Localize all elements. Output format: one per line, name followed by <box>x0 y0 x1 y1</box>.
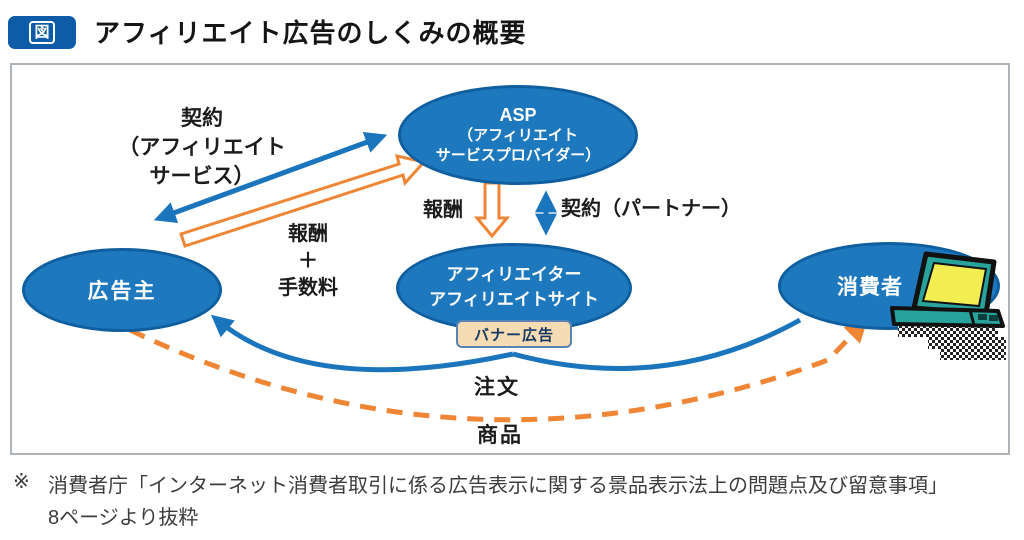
laptop-icon <box>890 251 1006 360</box>
label-reward-fee-line1: 報酬 <box>288 223 328 245</box>
banner-ad-label: バナー広告 <box>473 326 554 344</box>
page-title: アフィリエイト広告のしくみの概要 <box>94 18 527 48</box>
node-asp-line2: （アフィリエイト <box>458 127 578 144</box>
node-affiliate-line2: アフィリエイトサイト <box>429 290 599 309</box>
node-asp-line1: ASP <box>499 104 537 125</box>
footnote-marker: ※ <box>13 471 30 493</box>
footnote-line1: 消費者庁「インターネット消費者取引に係る広告表示に関する景品表示法上の問題点及び… <box>48 475 948 497</box>
label-order: 注文 <box>474 376 520 399</box>
label-contract-asp: 契約 （アフィリエイト サービス） <box>112 104 292 191</box>
label-reward: 報酬 <box>423 199 463 221</box>
laptop-button <box>989 315 998 321</box>
label-contract-asp-line2: （アフィリエイト <box>118 136 286 159</box>
node-affiliate-line1: アフィリエイター <box>446 265 582 285</box>
laptop-base-notch <box>968 309 976 326</box>
label-contract-partner: 契約（パートナー） <box>561 198 741 220</box>
node-affiliate: アフィリエイター アフィリエイトサイト <box>396 243 632 333</box>
label-goods: 商品 <box>477 424 523 447</box>
node-asp-line3: サービスプロバイダー） <box>435 147 601 165</box>
contract-asp-arrow <box>153 131 388 224</box>
arrows-layer <box>128 131 868 423</box>
footnote-line2: 8ページより抜粋 <box>48 507 199 529</box>
label-contract-asp-line1: 契約 <box>181 107 223 130</box>
laptop-screen <box>921 261 988 308</box>
label-reward-fee-line3: 手数料 <box>278 277 338 299</box>
label-reward-fee-line2: ＋ <box>298 250 318 272</box>
node-consumer-label: 消費者 <box>837 276 903 299</box>
goods-dashed-curve <box>128 319 868 423</box>
figure-badge-glyph: 図 <box>29 21 55 44</box>
reward-down-arrow <box>473 181 511 239</box>
order-curve-left <box>210 314 514 373</box>
laptop-keyboard-texture <box>928 337 1006 349</box>
laptop-base <box>890 306 1005 328</box>
node-advertiser: 広告主 <box>22 248 222 332</box>
banner-ad-tag: バナー広告 <box>456 320 572 348</box>
node-advertiser-label: 広告主 <box>87 280 157 303</box>
order-curve-right <box>512 317 802 371</box>
label-contract-asp-line3: サービス） <box>149 165 255 188</box>
node-asp: ASP （アフィリエイト サービスプロバイダー） <box>398 85 638 185</box>
reward-fee-arrow <box>179 154 427 248</box>
figure-badge: 図 <box>8 16 76 49</box>
label-reward-fee: 報酬 ＋ 手数料 <box>253 221 363 302</box>
laptop-button <box>978 314 987 320</box>
laptop-keyboard-texture <box>940 349 1006 360</box>
